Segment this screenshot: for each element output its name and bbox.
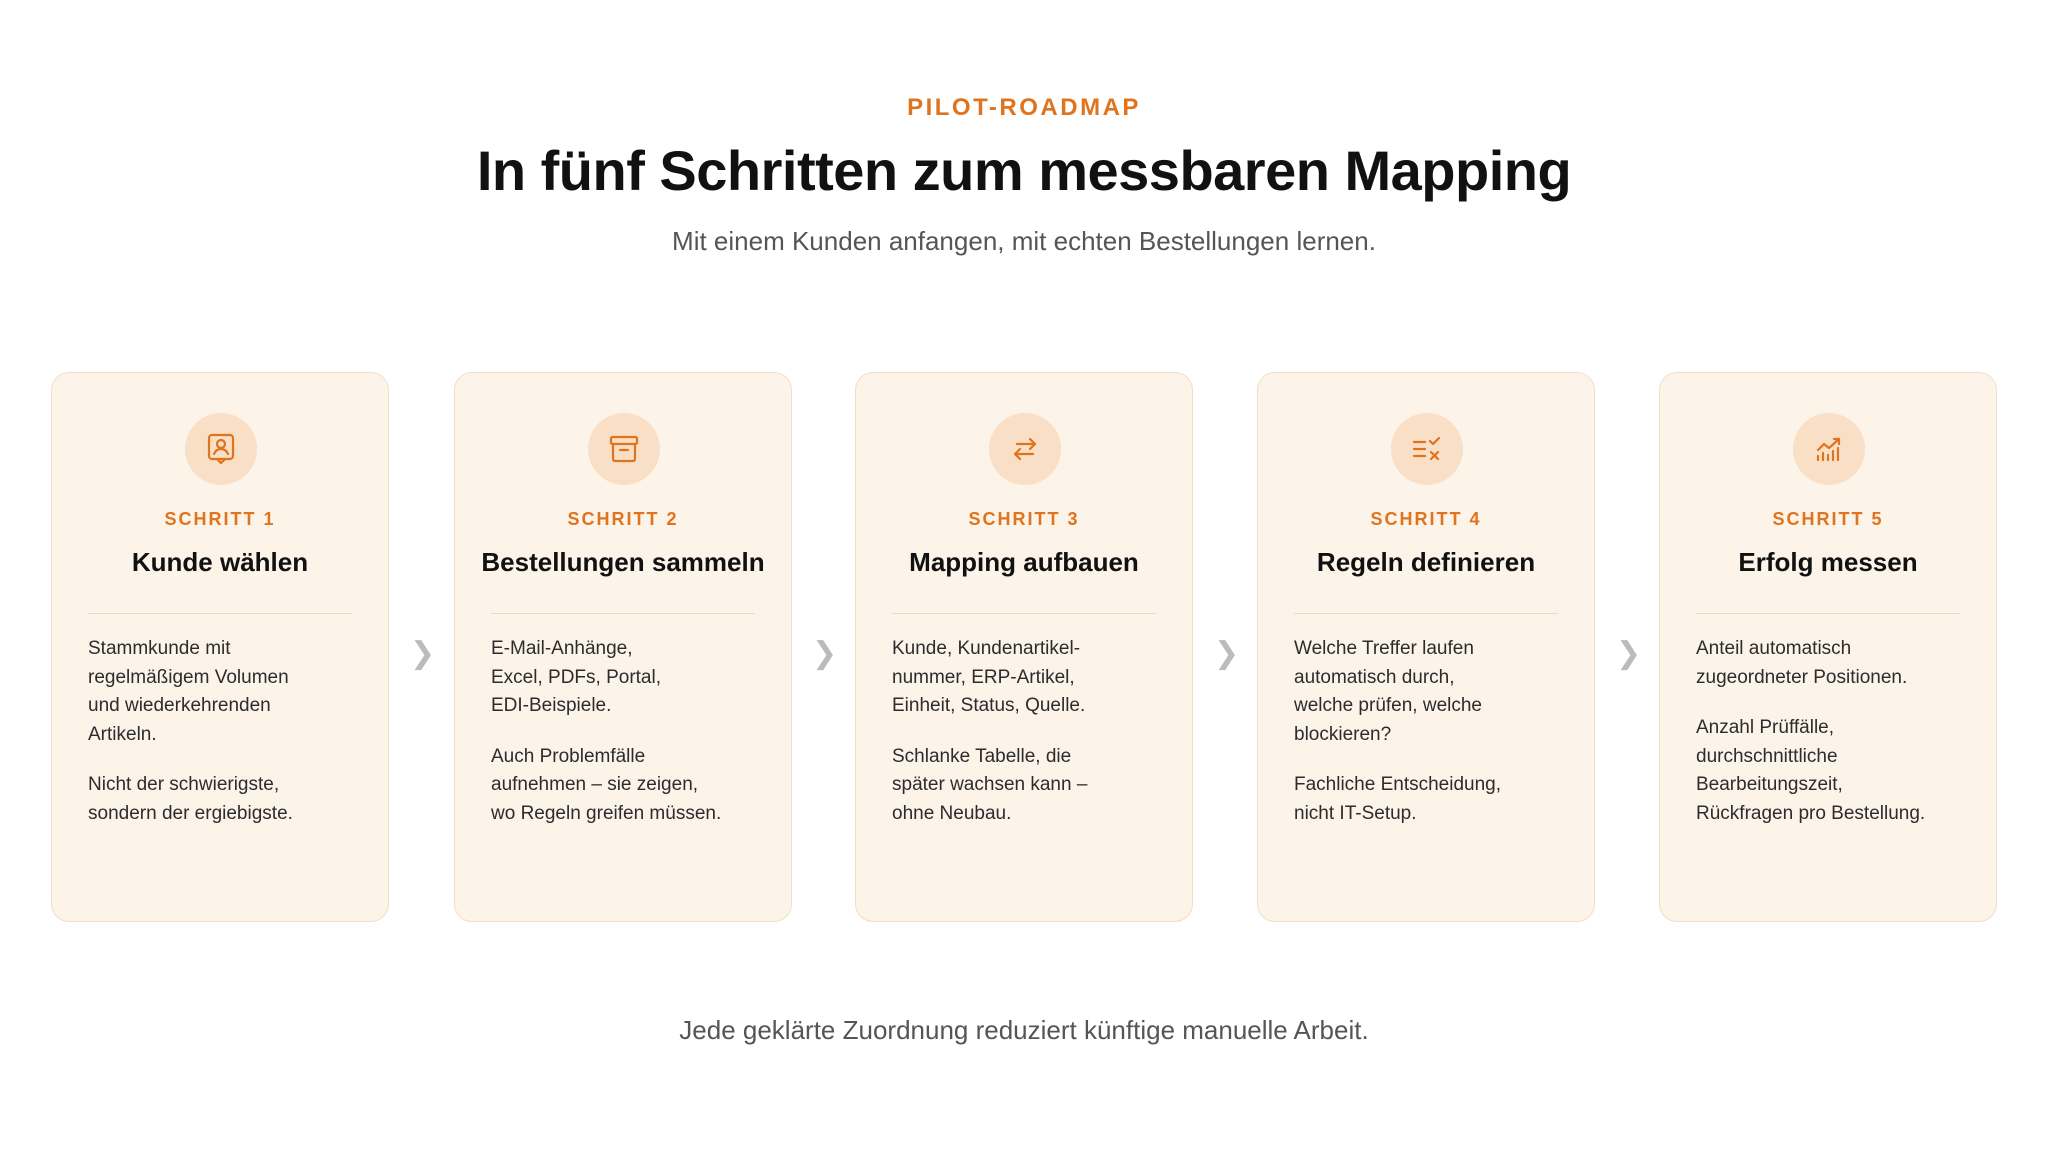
- step-title: Mapping aufbauen: [909, 547, 1139, 577]
- step-description: Kunde, Kundenartikel- nummer, ERP-Artike…: [892, 635, 1162, 850]
- step-description: Welche Treffer laufen automatisch durch,…: [1294, 635, 1564, 850]
- customer-profile-icon: [185, 413, 257, 485]
- step-label: SCHRITT 5: [1772, 509, 1884, 529]
- step-description: Anteil automatisch zugeordneter Position…: [1696, 635, 1966, 850]
- step-title: Regeln definieren: [1316, 547, 1536, 577]
- chevron-right-icon: ❯: [1214, 636, 1240, 671]
- step-description-main: Kunde, Kundenartikel- nummer, ERP-Artike…: [892, 638, 1086, 716]
- card-divider: [88, 613, 352, 614]
- step-title: Kunde wählen: [131, 547, 309, 577]
- step-title: Erfolg messen: [1738, 547, 1918, 577]
- step-label: SCHRITT 2: [567, 509, 679, 529]
- step-description-note: Nicht der schwierigste, sondern der ergi…: [88, 774, 293, 824]
- step-label: SCHRITT 3: [968, 509, 1080, 529]
- step-description: Stammkunde mit regelmäßigem Volumen und …: [88, 635, 358, 850]
- step-description: E-Mail-Anhänge, Excel, PDFs, Portal, EDI…: [491, 635, 761, 850]
- eyebrow-label: PILOT-ROADMAP: [907, 94, 1141, 121]
- step-description-main: Anteil automatisch zugeordneter Position…: [1696, 638, 1908, 688]
- archive-box-icon: [588, 413, 660, 485]
- card-divider: [892, 613, 1156, 614]
- bar-chart-trend-icon: [1793, 413, 1865, 485]
- step-description-note: Fachliche Entscheidung, nicht IT-Setup.: [1294, 774, 1502, 824]
- page-subtitle: Mit einem Kunden anfangen, mit echten Be…: [672, 226, 1376, 256]
- step-card-5: SCHRITT 5 Erfolg messen Anteil automatis…: [1659, 372, 1997, 922]
- step-description-note: Schlanke Tabelle, die später wachsen kan…: [892, 745, 1088, 824]
- card-divider: [491, 613, 755, 614]
- step-card-1: SCHRITT 1 Kunde wählen Stammkunde mit re…: [51, 372, 389, 922]
- step-card-4: SCHRITT 4 Regeln definieren Welche Treff…: [1257, 372, 1595, 922]
- step-description-main: Welche Treffer laufen automatisch durch,…: [1294, 638, 1482, 745]
- card-divider: [1294, 613, 1558, 614]
- step-description-main: E-Mail-Anhänge, Excel, PDFs, Portal, EDI…: [491, 638, 661, 716]
- step-description-note: Auch Problemfälle aufnehmen – sie zeigen…: [491, 745, 722, 824]
- step-card-3: SCHRITT 3 Mapping aufbauen Kunde, Kunden…: [855, 372, 1193, 922]
- step-title: Bestellungen sammeln: [481, 547, 765, 577]
- chevron-right-icon: ❯: [1616, 636, 1642, 671]
- chevron-right-icon: ❯: [812, 636, 838, 671]
- step-description-main: Stammkunde mit regelmäßigem Volumen und …: [88, 638, 289, 745]
- chevron-right-icon: ❯: [410, 636, 436, 671]
- rules-check-icon: [1391, 413, 1463, 485]
- card-divider: [1696, 613, 1960, 614]
- step-label: SCHRITT 4: [1370, 509, 1482, 529]
- page-title: In fünf Schritten zum messbaren Mapping: [476, 139, 1572, 202]
- step-card-2: SCHRITT 2 Bestellungen sammeln E-Mail-An…: [454, 372, 792, 922]
- footer-note: Jede geklärte Zuordnung reduziert künfti…: [679, 1015, 1369, 1045]
- step-description-note: Anzahl Prüffälle, durchschnittliche Bear…: [1696, 717, 1926, 824]
- swap-arrows-icon: [989, 413, 1061, 485]
- step-label: SCHRITT 1: [164, 509, 276, 529]
